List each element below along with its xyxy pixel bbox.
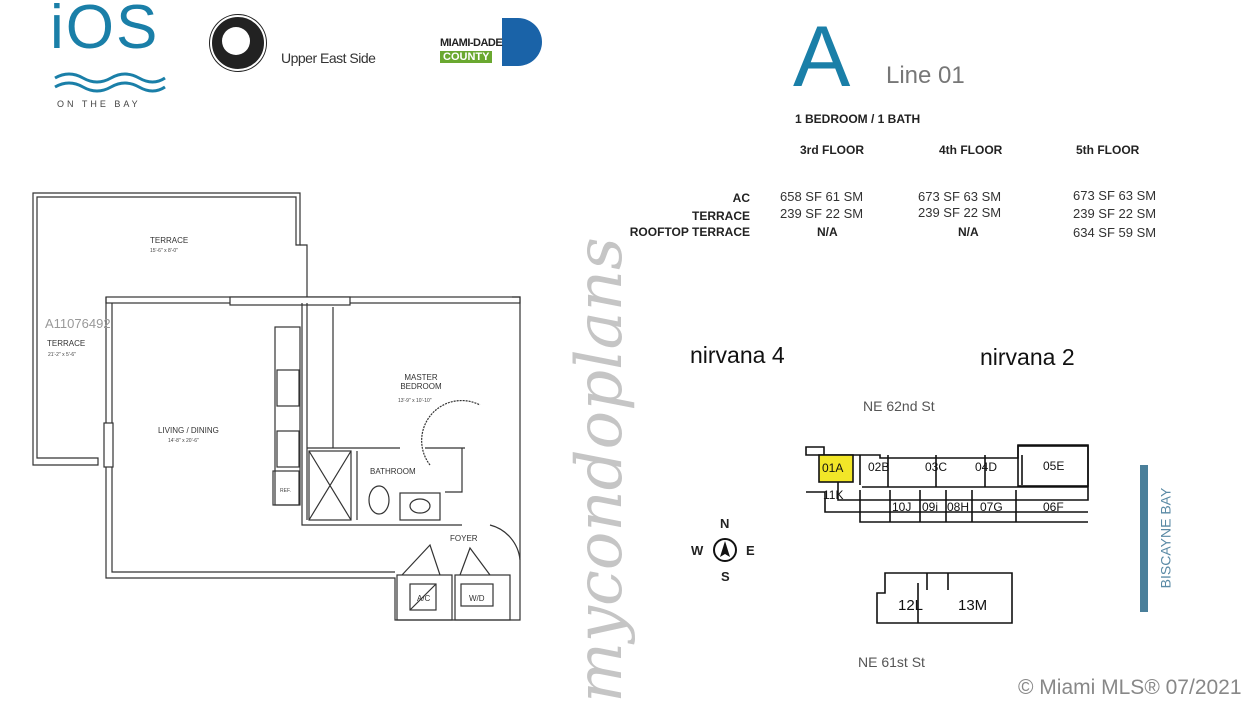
- room-master-bedroom-dims: 13'-9" x 10'-10": [398, 398, 432, 404]
- wd-closet-label: W/D: [469, 594, 485, 603]
- compass-n: N: [720, 516, 730, 531]
- room-terrace-top-dims: 15'-6" x 8'-0": [150, 248, 178, 254]
- brand-watermark: mycondoplans: [563, 237, 637, 703]
- bay-marker: [1140, 465, 1148, 612]
- unit-type: 1 BEDROOM / 1 BATH: [795, 112, 921, 126]
- compass-e: E: [746, 543, 755, 558]
- ios-logo: iOS: [50, 0, 160, 62]
- room-living-dims: 14'-8" x 20'-6": [168, 438, 199, 444]
- street-north: NE 62nd St: [863, 398, 935, 414]
- county-logo-line1: MIAMI-DADE: [440, 37, 503, 49]
- row-label-terrace: TERRACE: [691, 209, 750, 223]
- terrace-3rd: 239 SF 22 SM: [780, 206, 864, 221]
- bay-label: BISCAYNE BAY: [1157, 487, 1174, 589]
- building-nirvana-2: nirvana 2: [980, 344, 1075, 370]
- terrace-4th: 239 SF 22 SM: [918, 205, 1002, 220]
- room-bathroom: BATHROOM: [370, 467, 416, 476]
- ac-4th: 673 SF 63 SM: [918, 189, 1002, 204]
- unit-10j: 10J: [892, 500, 912, 514]
- neighborhood-label: Upper East Side: [281, 50, 376, 66]
- ac-closet-label: A/C: [417, 594, 431, 603]
- row-label-rooftop: ROOFTOP TERRACE: [629, 225, 750, 239]
- county-logo: MIAMI-DADE COUNTY: [440, 18, 542, 66]
- room-master-bedroom: MASTER BEDROOM: [400, 373, 442, 391]
- unit-13m: 13M: [958, 597, 988, 614]
- unit-11k: 11K: [823, 488, 844, 502]
- county-logo-line2: COUNTY: [440, 51, 493, 63]
- unit-letter: A: [793, 9, 851, 105]
- unit-03c: 03C: [925, 460, 948, 474]
- floor-header-3: 3rd FLOOR: [800, 143, 865, 157]
- ac-3rd: 658 SF 61 SM: [780, 189, 864, 204]
- compass-w: W: [691, 543, 704, 558]
- ref-label: REF.: [280, 488, 291, 494]
- rooftop-3rd: N/A: [817, 225, 838, 239]
- unit-08h: 08H: [947, 500, 970, 514]
- street-south: NE 61st St: [858, 654, 925, 670]
- floor-header-4: 4th FLOOR: [939, 143, 1003, 157]
- unit-02b: 02B: [868, 460, 890, 474]
- unit-12l: 12L: [898, 597, 924, 614]
- unit-01a: 01A: [822, 461, 844, 475]
- room-terrace-top: TERRACE: [150, 236, 189, 245]
- room-foyer: FOYER: [450, 534, 478, 543]
- unit-06f: 06F: [1043, 500, 1064, 514]
- room-living: LIVING / DINING: [158, 426, 219, 435]
- ac-5th: 673 SF 63 SM: [1073, 188, 1157, 203]
- row-label-ac: AC: [732, 191, 750, 205]
- unit-04d: 04D: [975, 460, 998, 474]
- unit-05e: 05E: [1043, 459, 1065, 473]
- copyright-watermark: © Miami MLS® 07/2021: [1018, 676, 1242, 699]
- listing-id-watermark: A11076492: [45, 316, 111, 331]
- floor-header-5: 5th FLOOR: [1076, 143, 1140, 157]
- terrace-5th: 239 SF 22 SM: [1073, 206, 1157, 221]
- rooftop-4th: N/A: [958, 225, 979, 239]
- unit-09i: 09i: [922, 500, 939, 514]
- city-seal-inner: [222, 27, 250, 55]
- unit-line: Line 01: [886, 62, 965, 89]
- room-terrace-side: TERRACE: [47, 339, 86, 348]
- unit-07g: 07G: [980, 500, 1003, 514]
- compass-s: S: [721, 569, 730, 584]
- logo-tagline: ON THE BAY: [57, 99, 141, 109]
- room-terrace-side-dims: 21'-2" x 5'-6": [48, 352, 76, 358]
- building-nirvana-4: nirvana 4: [690, 342, 785, 368]
- rooftop-5th: 634 SF 59 SM: [1073, 225, 1157, 240]
